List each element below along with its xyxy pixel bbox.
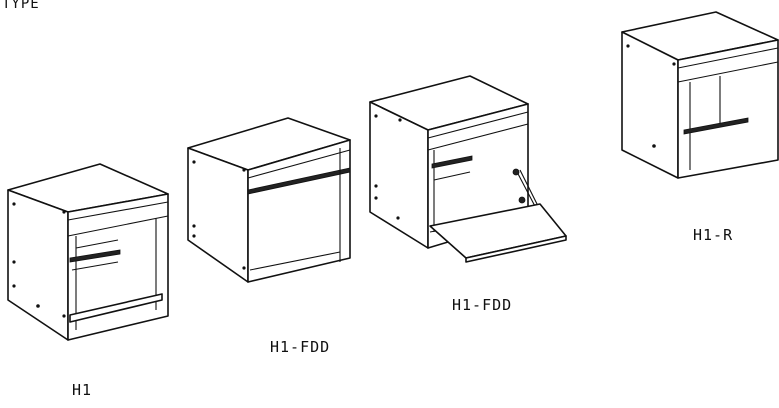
item-label-h1-fdd-open: H1-FDD	[452, 296, 513, 314]
item-label-h1-r: H1-R	[693, 226, 734, 244]
cabinet-h1-r-drawing	[621, 11, 779, 179]
section-heading: TYPE	[2, 0, 40, 12]
cabinet-h1-fdd-open-drawing	[369, 75, 567, 263]
cabinet-h1-drawing	[7, 163, 169, 341]
cabinet-h1-fdd-closed-drawing	[187, 117, 351, 283]
item-label-h1: H1	[72, 381, 93, 399]
item-label-h1-fdd-closed: H1-FDD	[270, 338, 331, 356]
